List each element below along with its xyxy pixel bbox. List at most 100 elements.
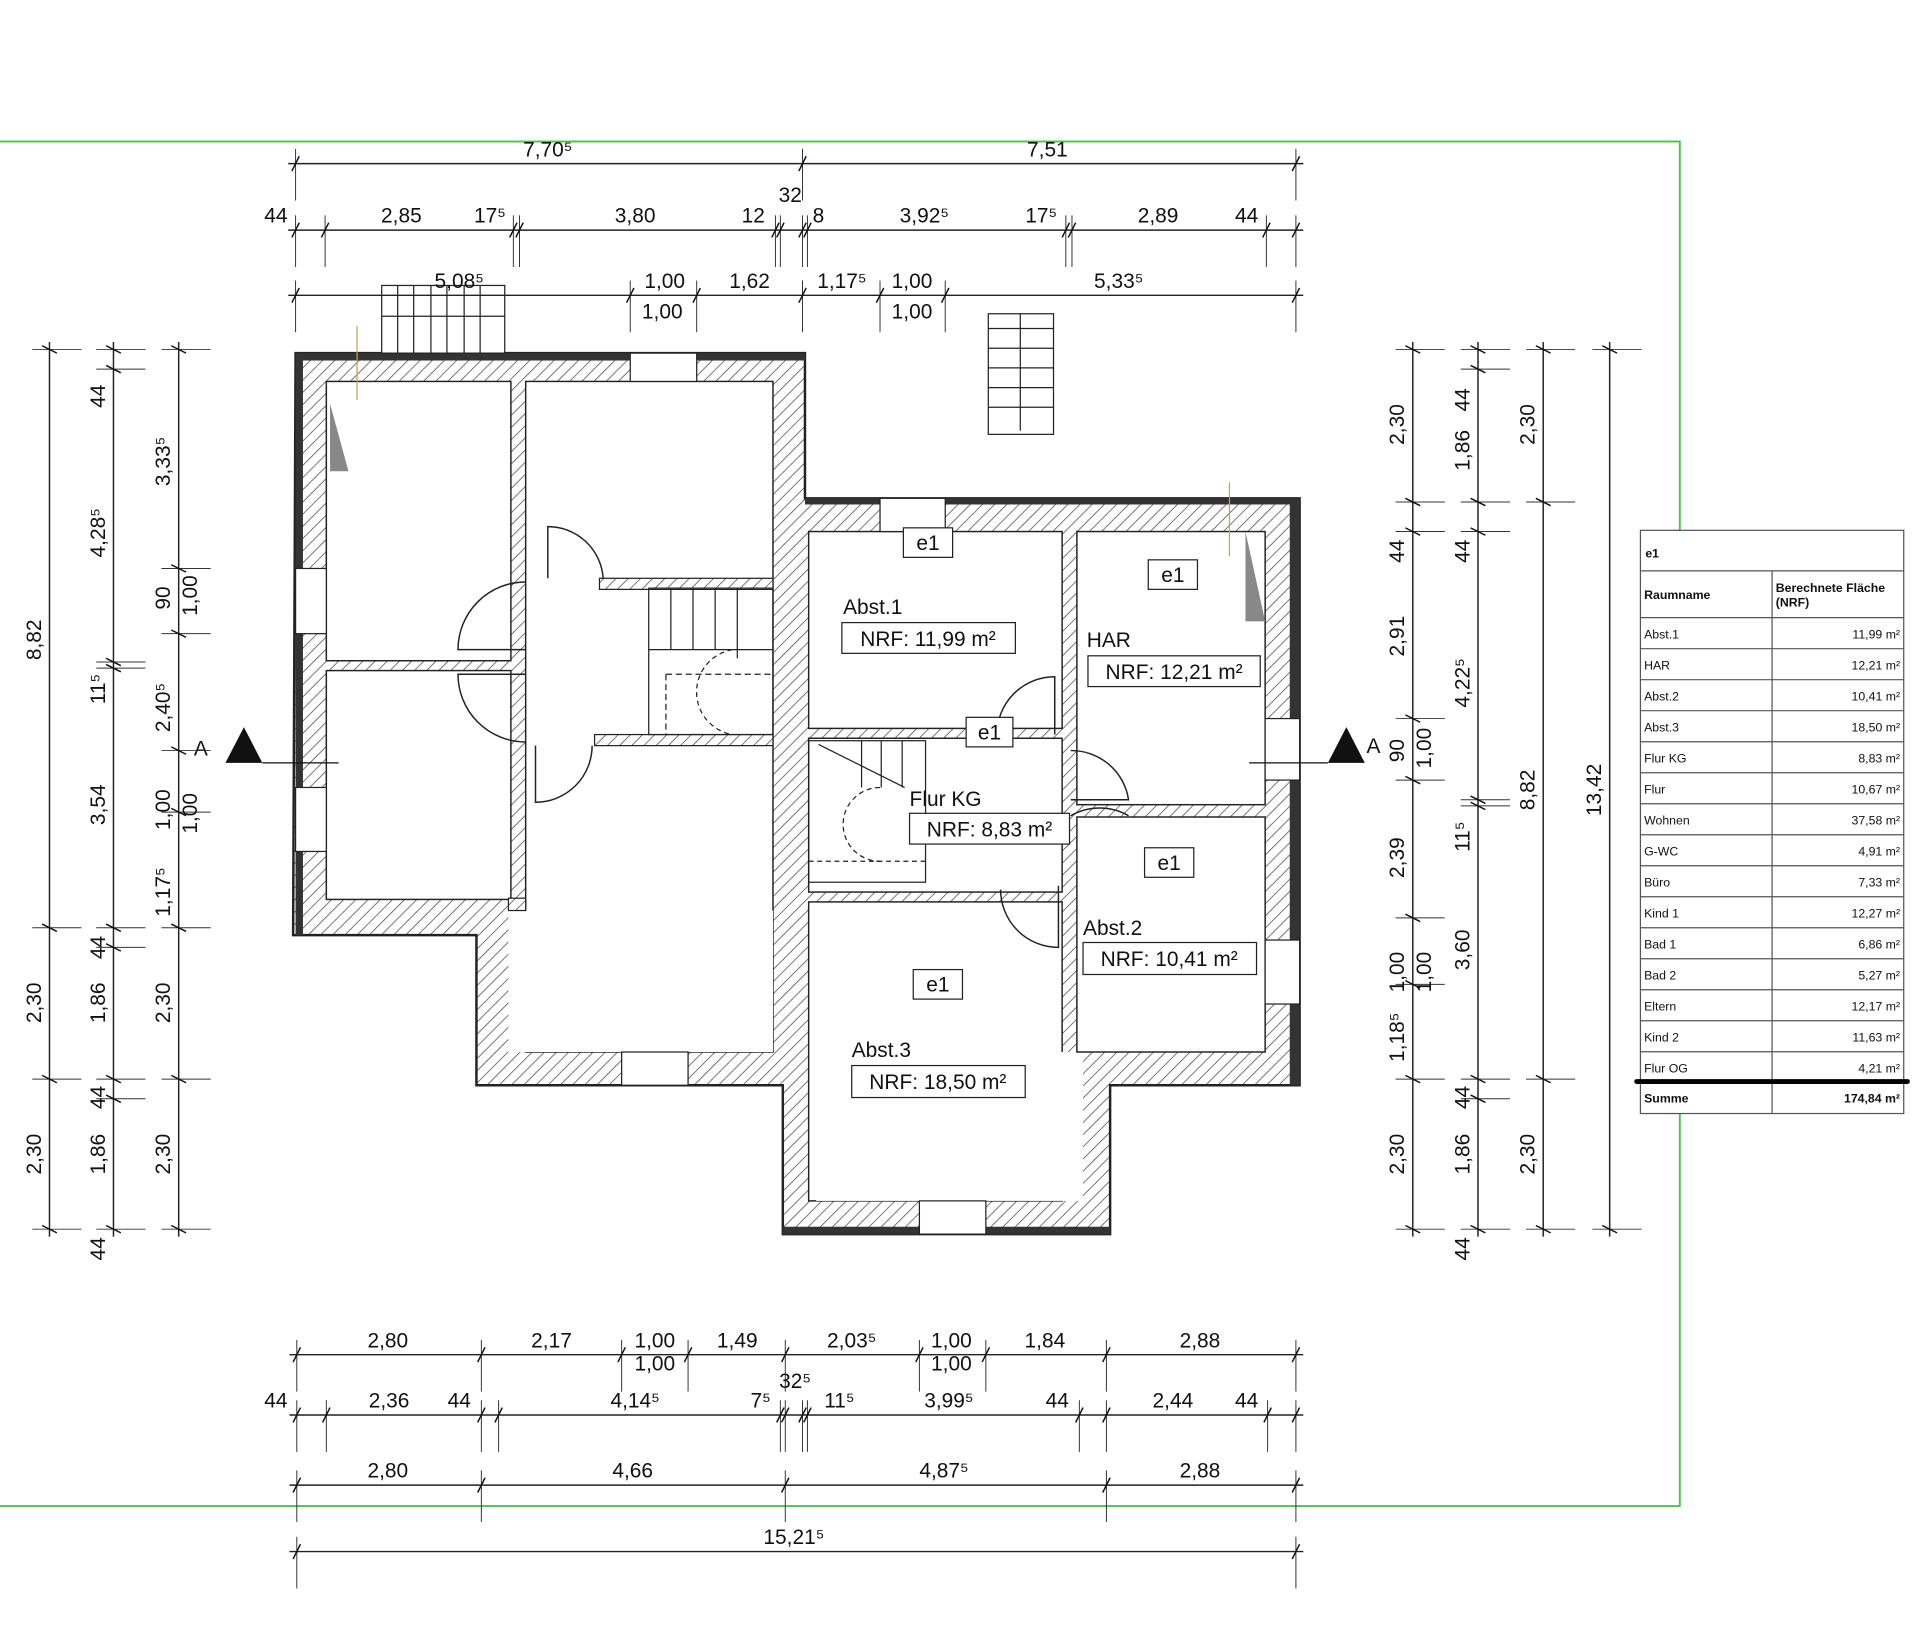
zone-tag-box[interactable] — [965, 716, 1014, 748]
dimension-chain-left1: 8,822,302,30 — [23, 342, 82, 1237]
dimension-tick — [776, 1407, 785, 1423]
zone-tag: e1 — [978, 721, 1001, 744]
zone-tag-box[interactable] — [902, 527, 954, 558]
area-box — [1082, 941, 1258, 976]
outdoor-stairs-top-left — [381, 284, 506, 354]
dimension-tick — [477, 1407, 486, 1423]
dimension-tick — [692, 287, 702, 304]
room-label-abst1[interactable]: Abst.1 NRF: 11,99 m² — [841, 596, 1016, 654]
area-cell: 10,41 m² — [1852, 690, 1901, 704]
dimension-value: 44 — [1235, 205, 1259, 228]
dimension-tick — [798, 155, 807, 172]
room-name-cell: Büro — [1644, 876, 1670, 890]
dimension-value: 8,82 — [1517, 770, 1540, 811]
dimension-value: 3,99⁵ — [924, 1390, 973, 1413]
section-triangle-icon — [1327, 727, 1365, 763]
area-schedule-table: e1 Raumname Berechnete Fläche (NRF) Abst… — [1634, 529, 1910, 1115]
zone-tag-box[interactable] — [1143, 847, 1195, 878]
dimension-value: 2,88 — [1180, 1460, 1221, 1483]
door-swing — [534, 745, 593, 803]
dimension-value: 4,87⁵ — [919, 1460, 968, 1483]
dimension-tick — [1291, 222, 1301, 238]
area-box — [908, 812, 1071, 845]
dimension-value: 1,00 — [892, 301, 933, 324]
dimension-tick — [170, 629, 187, 639]
dimension-value: 1,17⁵ — [152, 867, 175, 916]
door-swing — [999, 885, 1060, 949]
dimension-value: 13,42 — [1583, 764, 1606, 816]
dimension-tick — [291, 287, 300, 304]
room-name: Abst.1 — [843, 596, 902, 619]
window — [294, 786, 327, 853]
dimension-tick — [625, 287, 635, 304]
dimension-value: 2,30 — [1517, 404, 1540, 445]
dimension-tick — [1102, 1346, 1111, 1363]
dimension-tick — [1470, 1074, 1486, 1084]
door-swing — [457, 581, 526, 651]
dimension-tick — [1263, 1407, 1272, 1423]
dimension-chain-bottom4: 15,21⁵ — [289, 1526, 1304, 1589]
room-label-abst3[interactable]: Abst.3 NRF: 18,50 m² — [851, 1039, 1026, 1099]
room-label-abst2[interactable]: Abst.2 NRF: 10,41 m² — [1082, 917, 1258, 976]
window — [629, 352, 698, 383]
dimension-value: 2,91 — [1386, 616, 1409, 657]
window — [879, 497, 946, 533]
section-marker-left[interactable]: A — [194, 727, 339, 764]
room-label-har[interactable]: HAR NRF: 12,21 m² — [1087, 629, 1261, 688]
stairs-upper — [648, 587, 774, 736]
section-label: A — [194, 737, 208, 760]
dimension-tick — [1470, 795, 1486, 805]
area-box — [851, 1064, 1026, 1099]
dimension-value: 2,80 — [368, 1460, 409, 1483]
room-label-flur-kg[interactable]: Flur KG NRF: 8,83 m² — [908, 788, 1071, 845]
dimension-value: 2,30 — [1517, 1134, 1540, 1175]
area-cell: 5,27 m² — [1858, 969, 1900, 983]
dimension-tick — [940, 287, 950, 304]
dimension-value: 44 — [87, 935, 110, 959]
dimension-tick — [780, 1407, 790, 1423]
door-swing — [457, 673, 526, 743]
dimension-tick — [515, 222, 524, 238]
dimension-tick — [170, 923, 187, 933]
section-marker-right[interactable]: A — [1249, 727, 1380, 764]
area-cell: 11,63 m² — [1852, 1031, 1900, 1045]
dimension-tick — [776, 222, 785, 238]
column-header-room: Raumname — [1644, 588, 1710, 602]
dimension-tick — [1405, 1074, 1421, 1084]
zone-tag-box[interactable] — [1147, 559, 1199, 590]
table-row[interactable]: Abst.2 10,41 m² — [1644, 690, 1900, 704]
zone-tag-box[interactable] — [912, 968, 964, 1000]
dimension-tick — [1291, 1543, 1301, 1560]
dimension-tick — [1535, 345, 1551, 354]
dimension-tick — [477, 1477, 486, 1493]
zone-tag: e1 — [1161, 564, 1184, 587]
door-swing — [1070, 807, 1129, 817]
dimension-value: 2,30 — [152, 982, 175, 1023]
window — [1264, 939, 1301, 1005]
dimension-value: 1,49 — [717, 1329, 758, 1352]
interior-wall — [598, 577, 774, 590]
dimension-tick — [1102, 1477, 1111, 1493]
room-name-cell: Abst.2 — [1644, 690, 1679, 704]
dimension-value: 1,18⁵ — [1386, 1013, 1409, 1062]
dimension-value: 44 — [1386, 539, 1409, 563]
dimension-tick — [798, 1407, 807, 1423]
zone-tag: e1 — [1158, 852, 1181, 875]
dimension-value: 2,88 — [1180, 1329, 1221, 1352]
dimension-tick — [1470, 801, 1486, 811]
